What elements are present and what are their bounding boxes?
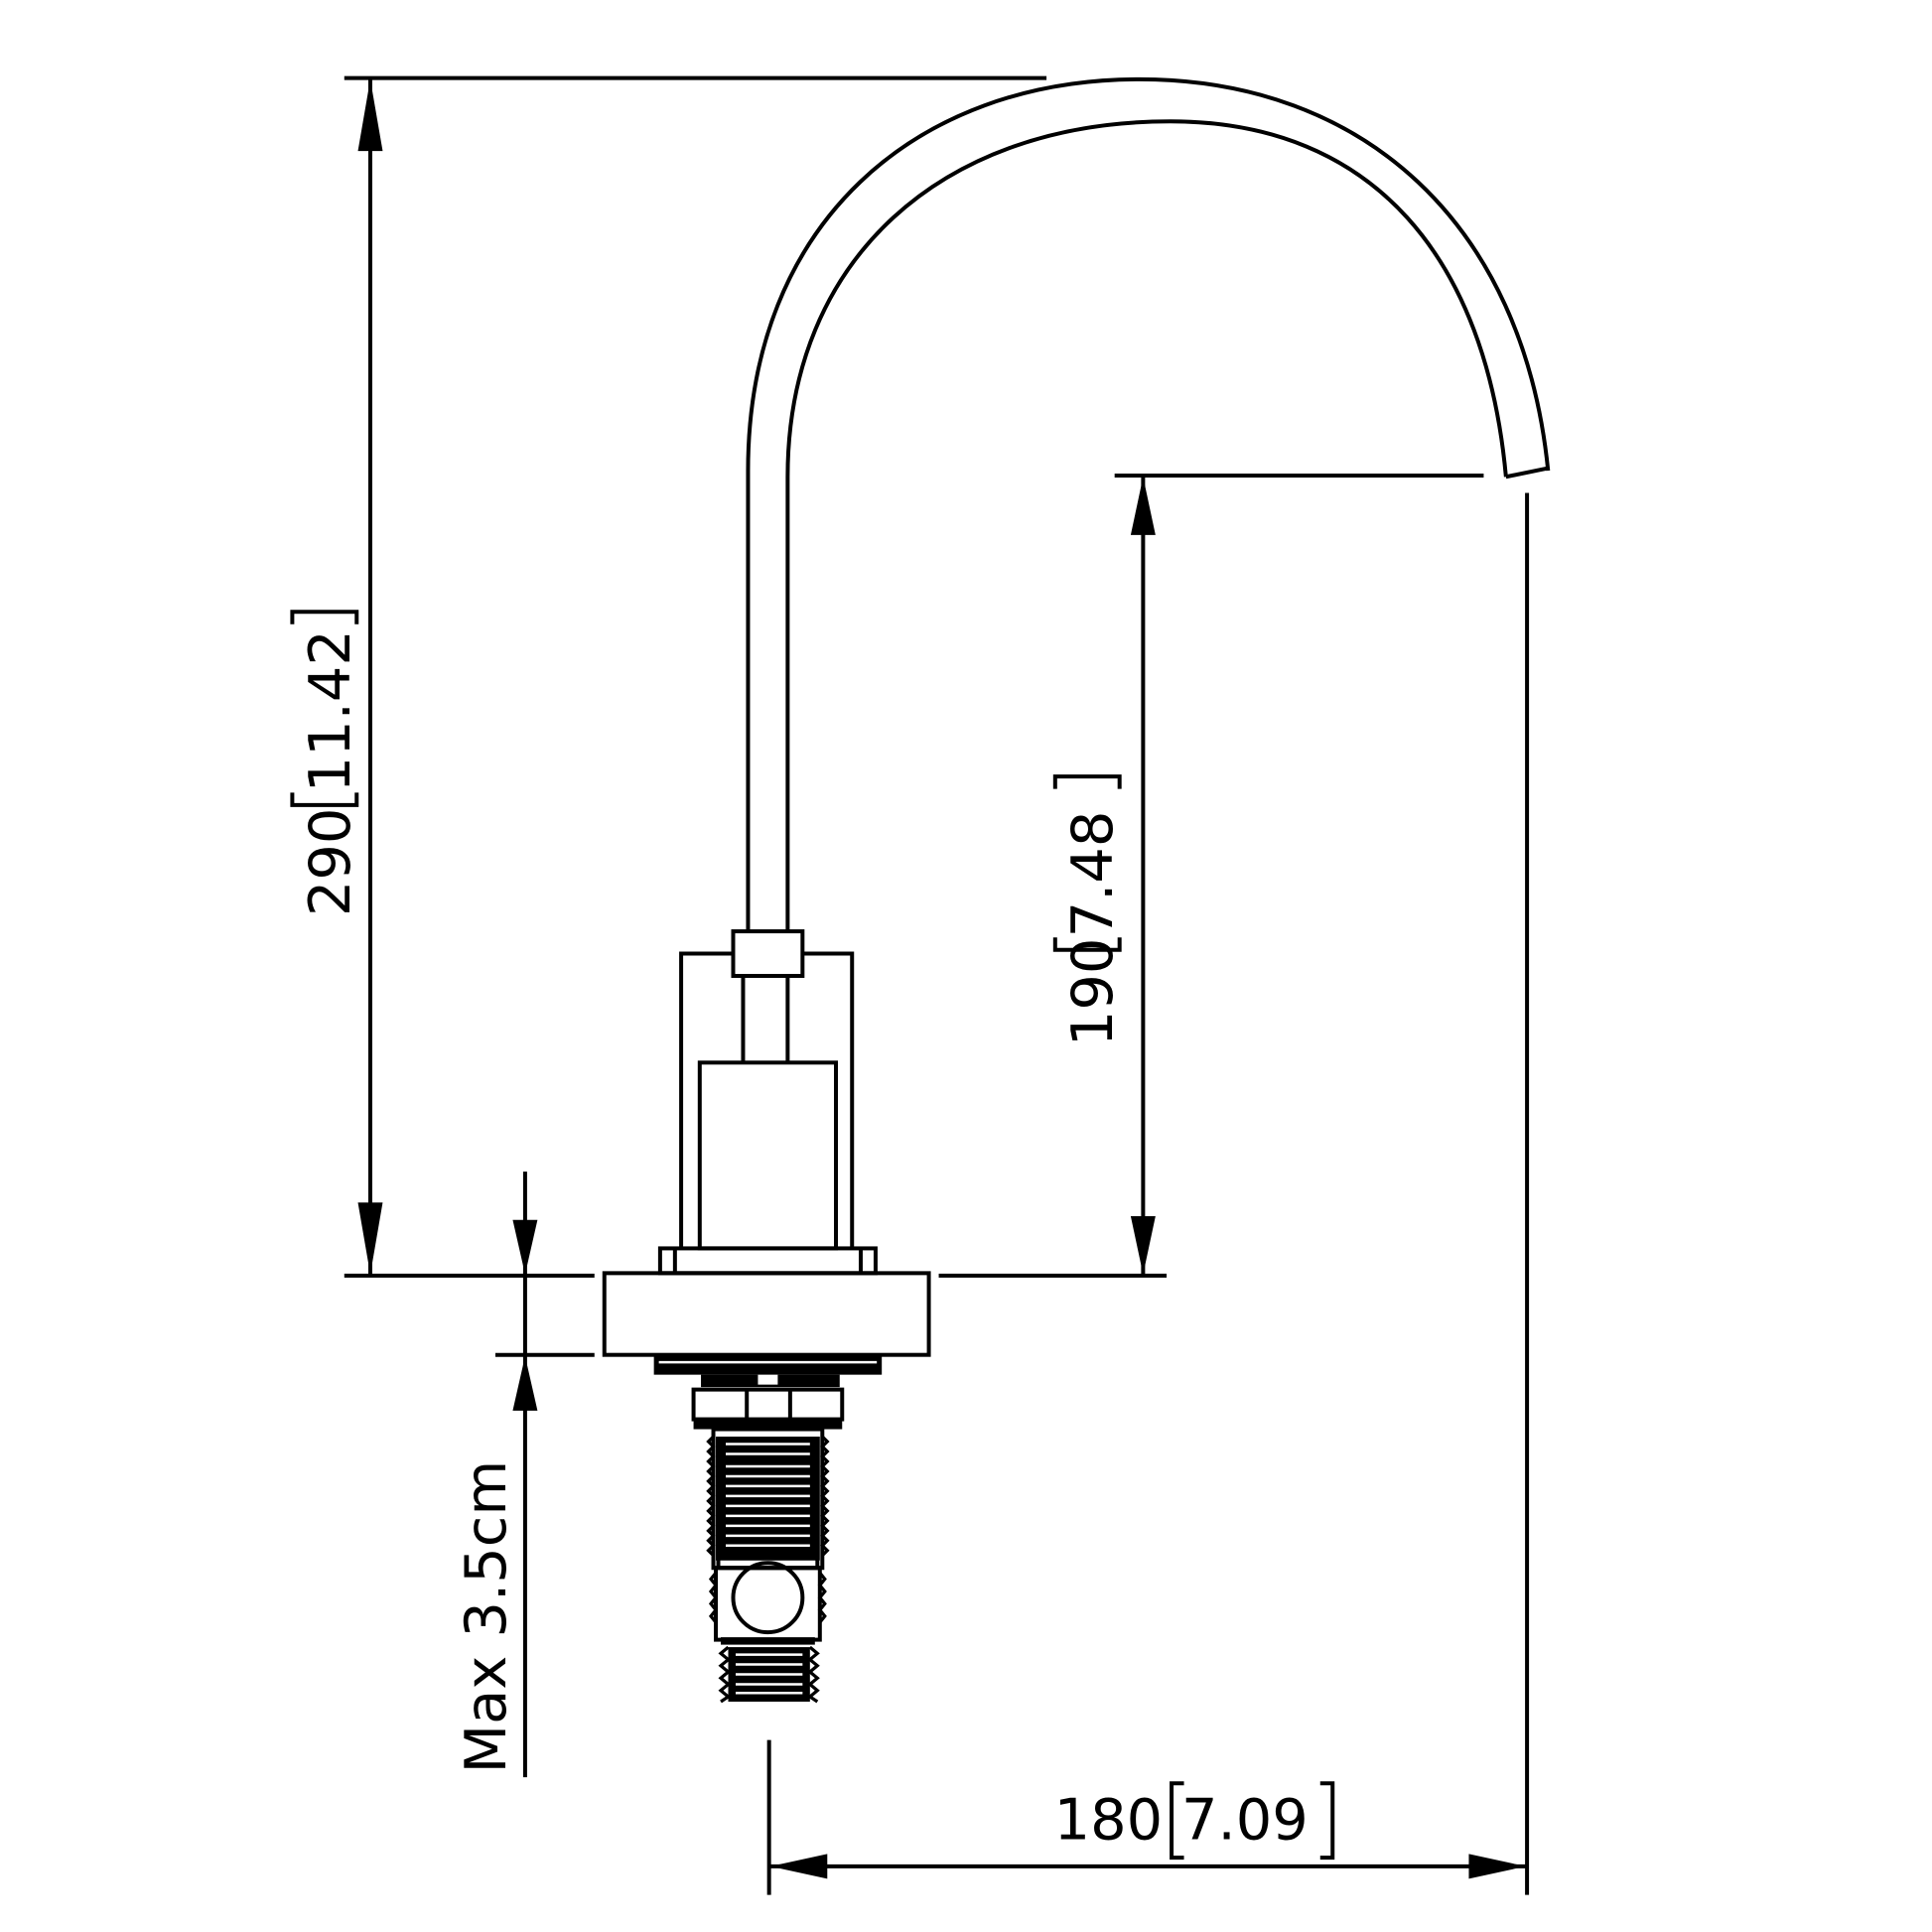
- arrow-left-icon: [769, 1854, 828, 1879]
- dimension-spout-height: 190 7.48: [938, 474, 1484, 1278]
- arrow-right-icon: [1468, 1854, 1526, 1879]
- arrow-down-icon: [1130, 1215, 1156, 1275]
- spout-reach-mm: 180: [1054, 1786, 1164, 1853]
- threaded-shank: [706, 1427, 830, 1571]
- dimension-total-height: 290 11.42: [290, 75, 1047, 1278]
- faucet-outline: [602, 76, 1551, 1704]
- deck-thickness-label: Max 3.5cm: [453, 1460, 519, 1774]
- spout-height-in: 7.48: [1059, 811, 1126, 938]
- dimension-spout-reach: 180 7.09: [766, 492, 1530, 1895]
- arrow-down-icon: [357, 1202, 383, 1275]
- arrow-up-icon: [1130, 477, 1156, 535]
- arrow-down-icon: [512, 1219, 538, 1275]
- arrow-up-icon: [512, 1355, 538, 1411]
- total-height-mm: 290: [297, 808, 363, 917]
- bottom-thread: [718, 1645, 820, 1704]
- arrow-up-icon: [357, 78, 383, 152]
- total-height-in: 11.42: [297, 629, 363, 792]
- spout-reach-in: 7.09: [1181, 1786, 1309, 1853]
- spout-height-mm: 190: [1059, 938, 1126, 1047]
- port-circle: [731, 1561, 805, 1635]
- dimension-deck-thickness: Max 3.5cm: [453, 1172, 595, 1778]
